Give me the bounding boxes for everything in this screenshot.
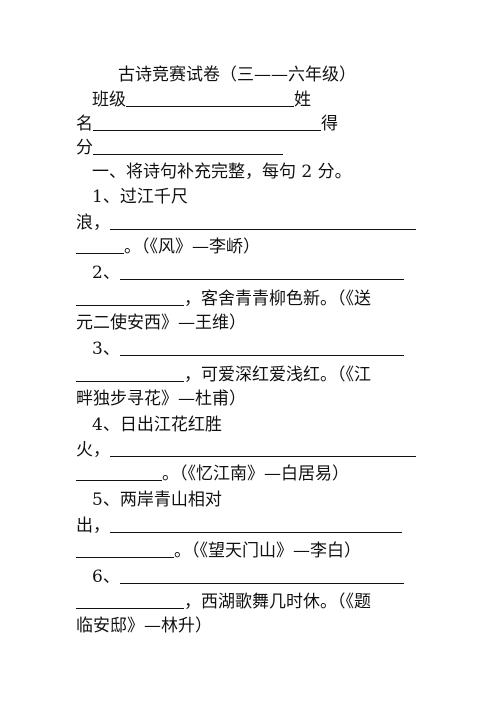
name-label-1: 姓: [294, 90, 311, 110]
question-2-line-3: 元二使安西》—王维）: [76, 313, 246, 333]
question-6-line-2: ，西湖歌舞几时休。（《题: [76, 591, 371, 614]
class-blank[interactable]: [126, 89, 294, 107]
name-row: 名得: [76, 113, 338, 136]
question-1-line-2: 浪，: [76, 212, 416, 235]
question-source: 。（《风》—李峤）: [124, 237, 260, 257]
score-blank[interactable]: [93, 137, 283, 155]
question-text: ，客舍青青柳色新。（《送: [184, 289, 371, 309]
question-number: 1、: [92, 187, 120, 207]
answer-blank[interactable]: [76, 364, 184, 382]
question-2-line-1: 2、: [92, 262, 404, 285]
question-1-line-3: 。（《风》—李峤）: [76, 236, 260, 259]
question-text: ，西湖歌舞几时休。（《题: [184, 592, 371, 612]
question-6-line-1: 6、: [92, 566, 404, 589]
question-1-line-1: 1、过江千尺: [92, 186, 188, 209]
answer-blank[interactable]: [76, 236, 124, 254]
question-2-line-2: ，客舍青青柳色新。（《送: [76, 288, 371, 311]
answer-blank[interactable]: [76, 540, 174, 558]
answer-blank[interactable]: [119, 262, 404, 280]
answer-blank[interactable]: [110, 515, 402, 533]
question-number: 3、: [92, 339, 120, 359]
answer-blank[interactable]: [76, 288, 184, 306]
question-5-line-3: 。（《望天门山》—李白）: [76, 540, 361, 563]
question-4-line-1: 4、日出江花红胜: [92, 414, 222, 437]
question-prompt-cont: 火，: [76, 440, 110, 460]
answer-blank[interactable]: [76, 591, 184, 609]
question-source: 。（《忆江南》—白居易）: [162, 464, 349, 484]
question-6-line-3: 临安邸》—林升）: [76, 616, 212, 636]
question-number: 4、: [92, 415, 120, 435]
section-heading: 一、将诗句补充完整，每句 2 分。: [92, 162, 352, 182]
answer-blank[interactable]: [110, 439, 416, 457]
score-row: 分: [76, 137, 283, 160]
question-number: 5、: [92, 490, 120, 510]
question-5-line-2: 出，: [76, 515, 402, 538]
answer-blank[interactable]: [110, 212, 416, 230]
name-label-2: 名: [76, 114, 93, 134]
class-row: 班级 姓: [92, 89, 311, 112]
answer-blank[interactable]: [76, 463, 162, 481]
question-prompt: 日出江花红胜: [119, 415, 222, 435]
question-prompt: 两岸青山相对: [119, 490, 222, 510]
question-5-line-1: 5、两岸青山相对: [92, 489, 222, 512]
question-number: 2、: [92, 263, 120, 283]
question-prompt: 过江千尺: [119, 187, 188, 207]
question-prompt-cont: 浪，: [76, 213, 110, 233]
question-number: 6、: [92, 567, 120, 587]
question-source: 。（《望天门山》—李白）: [174, 541, 361, 561]
question-prompt-cont: 出，: [76, 516, 110, 536]
score-label-2: 分: [76, 138, 93, 158]
score-label-1: 得: [321, 114, 338, 134]
question-3-line-2: ，可爱深红爱浅红。（《江: [76, 364, 371, 387]
question-3-line-3: 畔独步寻花》—杜甫）: [76, 389, 246, 409]
question-4-line-2: 火，: [76, 439, 416, 462]
answer-blank[interactable]: [119, 566, 404, 584]
answer-blank[interactable]: [119, 338, 404, 356]
question-4-line-3: 。（《忆江南》—白居易）: [76, 463, 349, 486]
class-label: 班级: [92, 90, 126, 110]
question-3-line-1: 3、: [92, 338, 404, 361]
name-blank[interactable]: [93, 113, 321, 131]
exam-title: 古诗竞赛试卷（三——六年级）: [118, 65, 356, 85]
question-text: ，可爱深红爱浅红。（《江: [184, 365, 371, 385]
